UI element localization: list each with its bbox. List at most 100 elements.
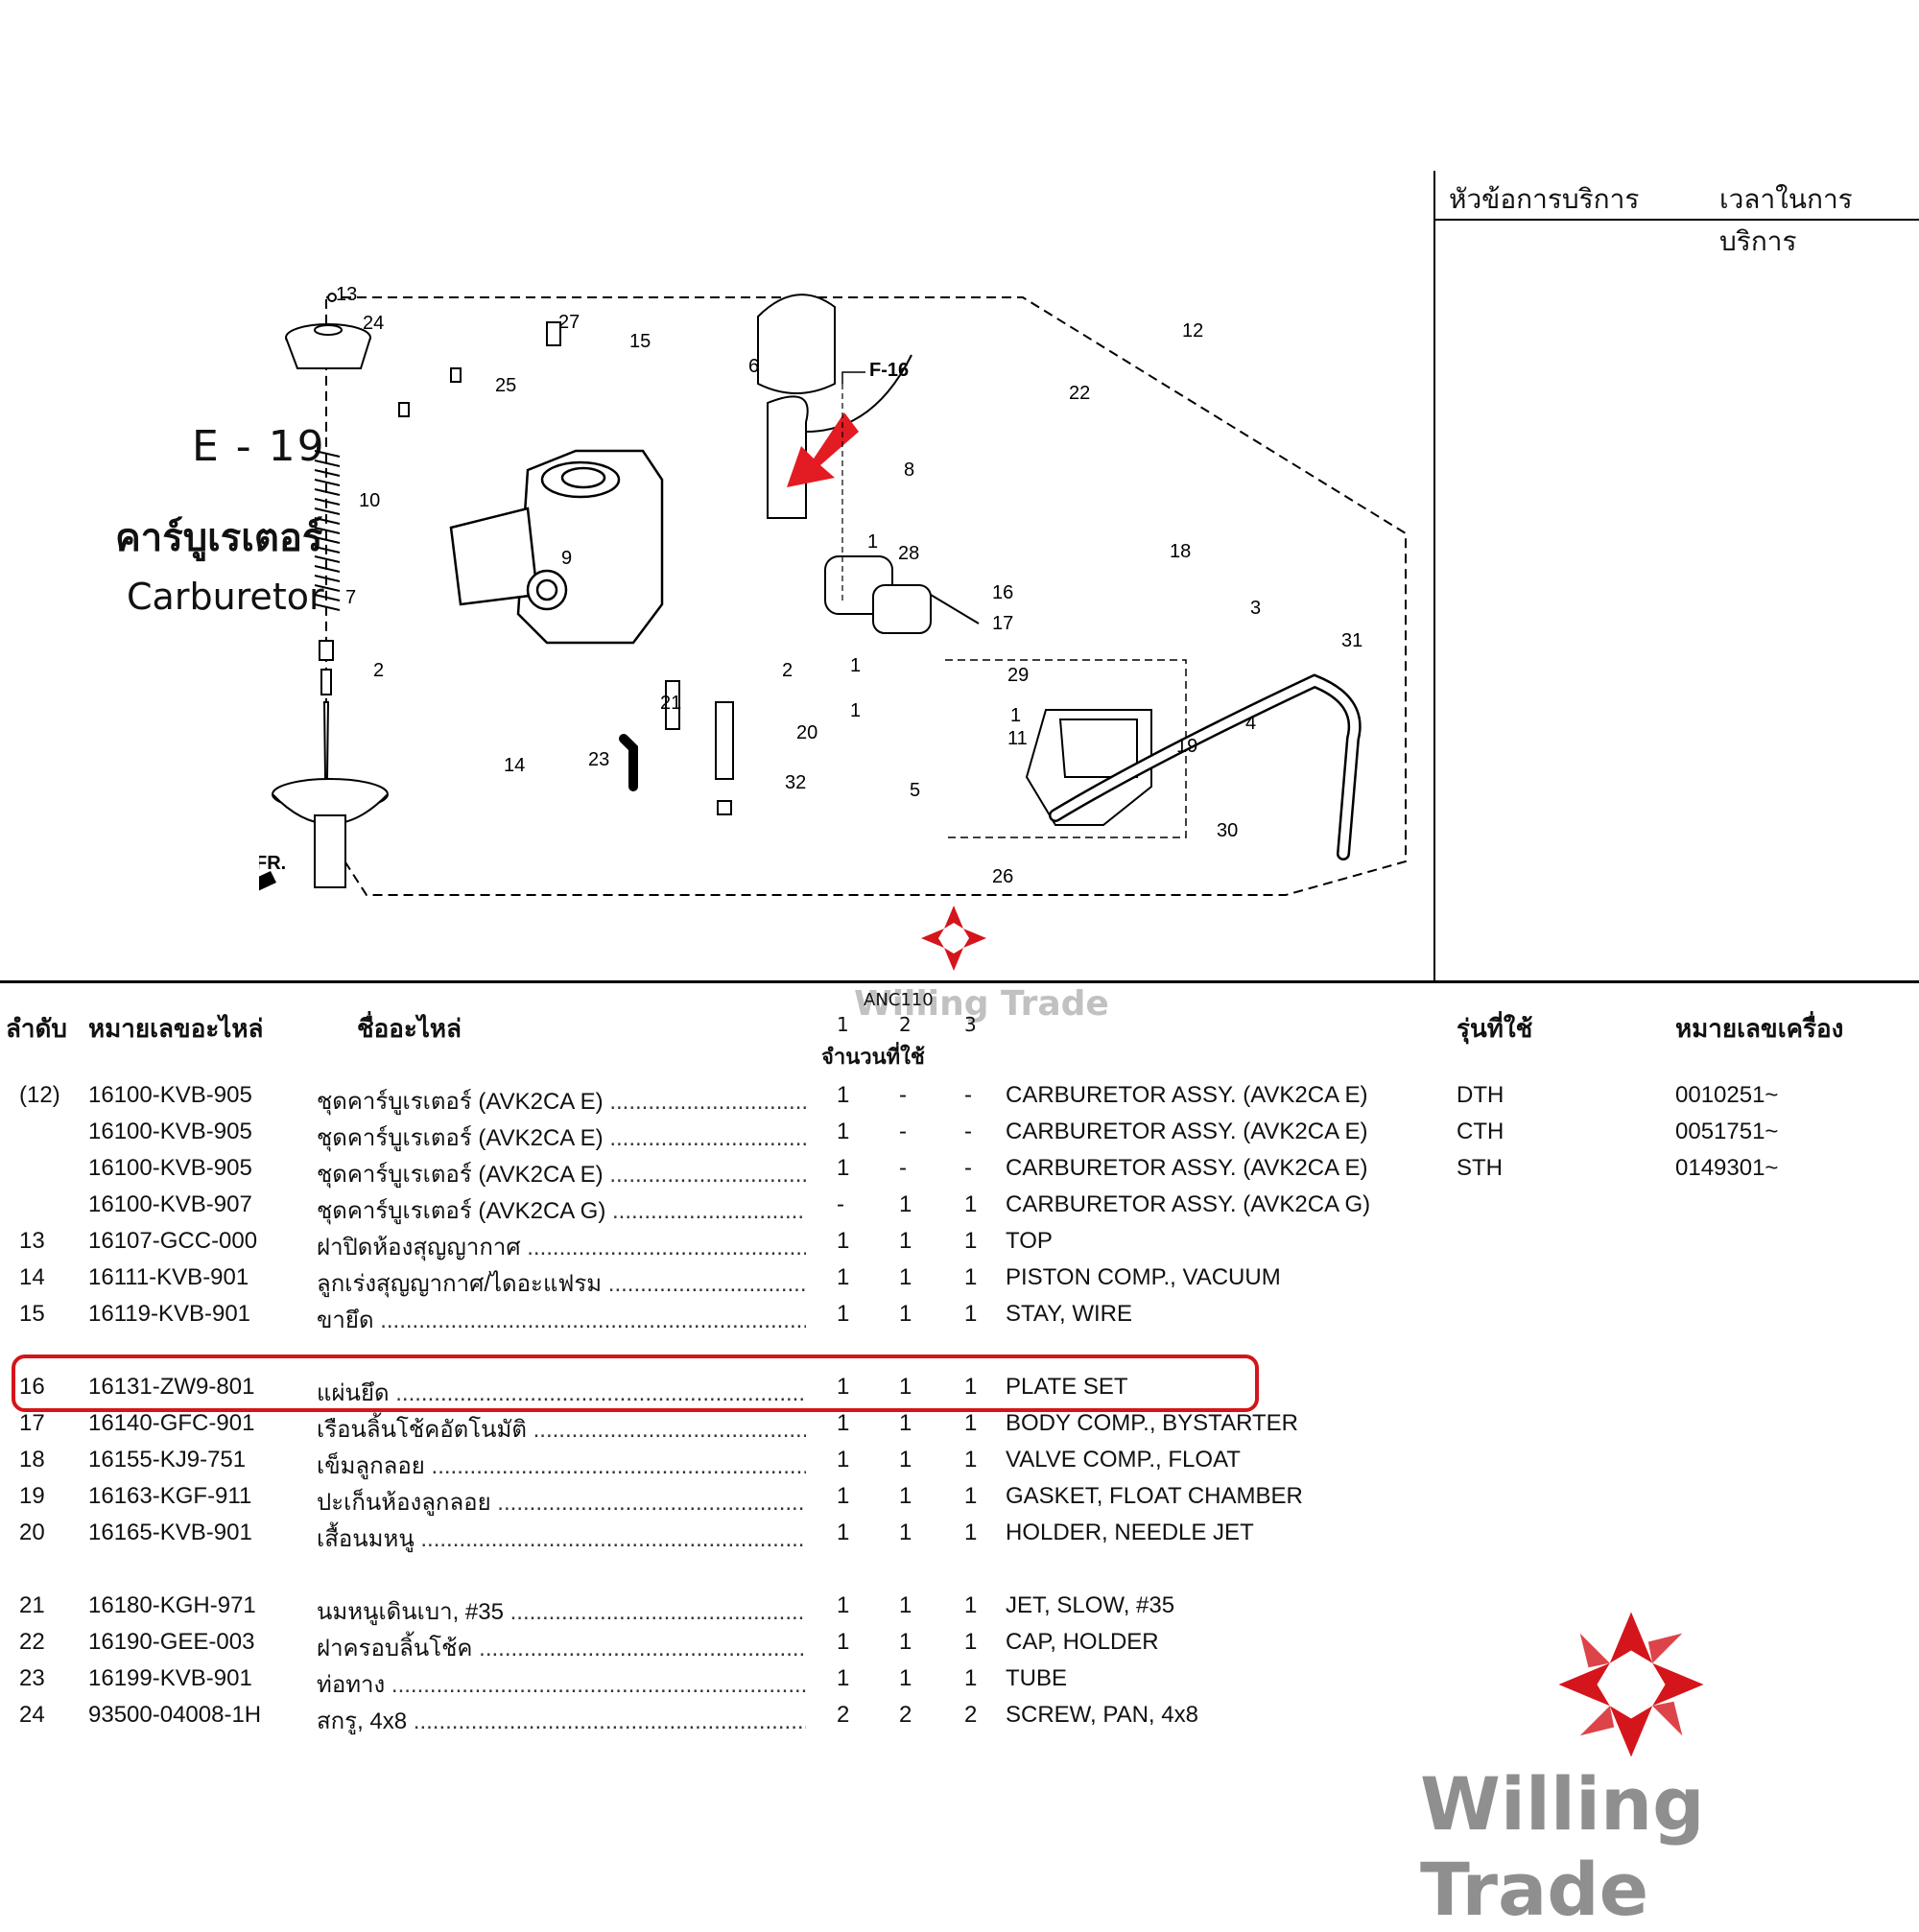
col-header-engine-no: หมายเลขเครื่อง: [1675, 1015, 1844, 1044]
callout: 24: [363, 313, 384, 334]
name-thai: เรือนลิ้นโช้คอัตโนมัติ: [317, 1417, 527, 1443]
service-time-header: เวลาในการบริการ: [1719, 183, 1853, 257]
callout: 13: [336, 284, 357, 305]
qty-col-1: 1: [837, 1013, 849, 1036]
qty-1: 1: [837, 1665, 850, 1691]
part-number: 16180-KGH-971: [88, 1592, 256, 1618]
section-title-english: Carburetor: [127, 576, 324, 618]
callout: 3: [1250, 598, 1261, 619]
qty-3: 1: [964, 1410, 978, 1436]
name-thai: ชุดคาร์บูเรเตอร์ (AVK2CA E): [317, 1089, 604, 1115]
svg-text:FR.: FR.: [259, 853, 286, 874]
name-english: CARBURETOR ASSY. (AVK2CA E): [1006, 1119, 1368, 1144]
qty-3: 1: [964, 1374, 978, 1400]
name-thai: ปะเก็นห้องลูกลอย: [317, 1490, 491, 1516]
name-thai: ฝาปิดห้องสุญญากาศ: [317, 1235, 521, 1261]
qty-2: -: [899, 1155, 907, 1181]
qty-3: -: [964, 1119, 972, 1144]
qty-3: 1: [964, 1629, 978, 1655]
callout: 1: [850, 655, 861, 676]
callout: 2: [782, 660, 793, 681]
callout-labels: 24 13 25 27 15 6 10 9 7 2 14 21 2 23 20 …: [336, 284, 1362, 887]
table-divider: [0, 980, 1919, 983]
qty-3: 1: [964, 1592, 978, 1618]
callout: 1: [867, 531, 878, 553]
part-number: 16131-ZW9-801: [88, 1374, 255, 1400]
row-number: 23: [19, 1665, 45, 1691]
vacuum-top-part: [285, 323, 371, 369]
qty-3: 2: [964, 1702, 978, 1728]
part-number: 16155-KJ9-751: [88, 1447, 247, 1473]
qty-1: 1: [837, 1301, 850, 1327]
model-code: CTH: [1457, 1119, 1504, 1144]
qty-3: 1: [964, 1447, 978, 1473]
spring-part: [314, 450, 341, 611]
row-number: 21: [19, 1592, 45, 1618]
exploded-diagram: FR. F-16 24 13 25 27 15 6 10 9 7 2 14 21…: [259, 284, 1407, 896]
name-english: CARBURETOR ASSY. (AVK2CA E): [1006, 1155, 1368, 1181]
name-english: CAP, HOLDER: [1006, 1629, 1159, 1655]
callout: 12: [1182, 320, 1203, 342]
qty-col-2: 2: [899, 1013, 912, 1036]
col-header-name: ชื่ออะไหล่: [357, 1015, 462, 1044]
name-thai: ขายึด: [317, 1308, 374, 1333]
part-number: 16199-KVB-901: [88, 1665, 252, 1691]
name-english: VALVE COMP., FLOAT: [1006, 1447, 1241, 1473]
part-number: 16107-GCC-000: [88, 1228, 258, 1254]
name-thai: ชุดคาร์บูเรเตอร์ (AVK2CA E): [317, 1125, 604, 1151]
qty-2: 1: [899, 1264, 912, 1290]
section-code: E - 19: [192, 422, 326, 471]
callout: 7: [345, 587, 356, 608]
tube-part: [619, 734, 638, 791]
name-thai: เข็มลูกลอย: [317, 1453, 425, 1479]
engine-number: 0010251~: [1675, 1082, 1779, 1108]
part-number: 16100-KVB-905: [88, 1155, 252, 1181]
watermark-logo-small: [921, 906, 986, 971]
qty-2: 1: [899, 1483, 912, 1509]
section-title-thai: คาร์บูเรเตอร์: [115, 516, 323, 560]
callout: 23: [588, 749, 609, 770]
callout: 18: [1170, 541, 1191, 562]
model-code: STH: [1457, 1155, 1503, 1181]
qty-1: 1: [837, 1119, 850, 1144]
callout: 6: [748, 356, 759, 377]
highlight-arrow: [787, 412, 859, 487]
qty-2: 1: [899, 1410, 912, 1436]
callout: 22: [1069, 383, 1090, 404]
qty-1: 1: [837, 1520, 850, 1545]
watermark-text-small: Willing Trade: [854, 984, 1109, 1024]
name-english: BODY COMP., BYSTARTER: [1006, 1410, 1298, 1436]
jets-part: [665, 680, 734, 815]
qty-1: 1: [837, 1228, 850, 1254]
bystarter-part: [757, 294, 912, 519]
qty-3: -: [964, 1155, 972, 1181]
callout: 11: [1007, 728, 1028, 749]
qty-1: 1: [837, 1082, 850, 1108]
model-code: DTH: [1457, 1082, 1504, 1108]
qty-1: 1: [837, 1264, 850, 1290]
callout: 15: [629, 331, 651, 352]
row-number: 22: [19, 1629, 45, 1655]
callout: 5: [910, 780, 920, 801]
qty-1: 1: [837, 1592, 850, 1618]
qty-1: 1: [837, 1483, 850, 1509]
callout: 26: [992, 866, 1013, 887]
qty-3: 1: [964, 1520, 978, 1545]
col-header-part-no: หมายเลขอะไหล่: [88, 1015, 264, 1044]
watermark-logo-large: [1558, 1612, 1704, 1757]
name-english: GASKET, FLOAT CHAMBER: [1006, 1483, 1303, 1509]
name-thai: สกรู, 4x8: [317, 1708, 408, 1734]
callout: 14: [504, 755, 525, 776]
part-number: 16100-KVB-905: [88, 1119, 252, 1144]
qty-1: 2: [837, 1702, 850, 1728]
name-english: TUBE: [1006, 1665, 1068, 1691]
row-number: 13: [19, 1228, 45, 1254]
name-thai: แผ่นยึด: [317, 1380, 390, 1406]
